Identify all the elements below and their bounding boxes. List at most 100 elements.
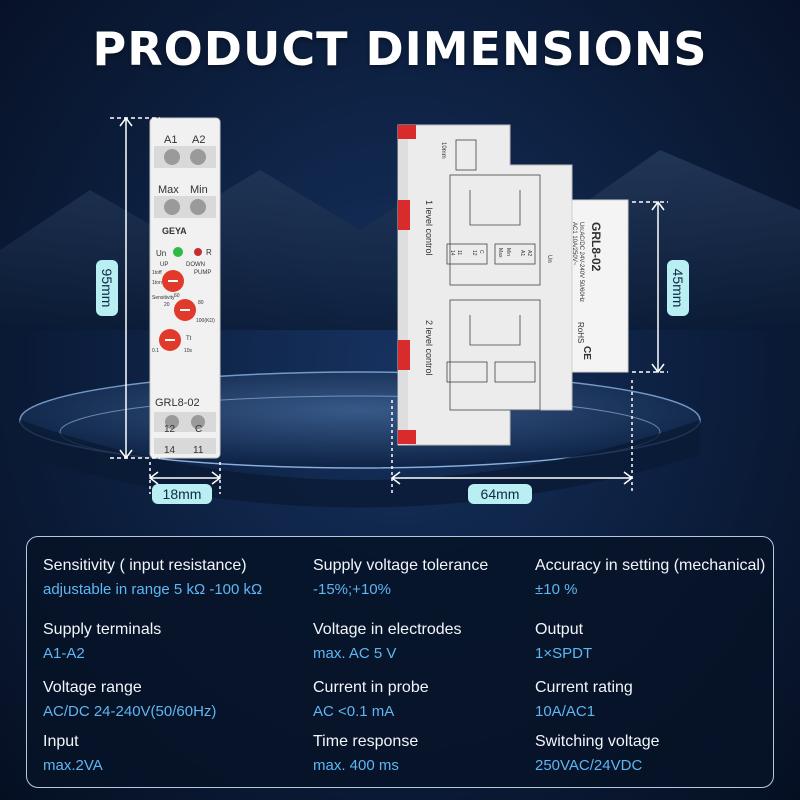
spec-label: Time response xyxy=(313,733,419,750)
side-rohs-label: RoHS xyxy=(576,322,585,343)
spec-label: Input xyxy=(43,733,79,750)
page-title: PRODUCT DIMENSIONS xyxy=(92,22,708,76)
side-model-label: GRL8-02 xyxy=(589,222,603,272)
pedestal-ring xyxy=(59,395,661,469)
knob3-mark-10s: 10s xyxy=(184,348,193,354)
side-terminal-12: 12 xyxy=(471,250,477,256)
knob2-mark-80: 80 xyxy=(198,300,204,306)
side-terminal-a1: A1 xyxy=(519,250,525,256)
front-terminal-12: 12 xyxy=(164,424,176,435)
spec-label: Switching voltage xyxy=(535,733,660,750)
side-terminal-14: 14 xyxy=(449,250,455,256)
dimension-label-45mm: 45mm xyxy=(667,260,689,316)
side-terminal-c: C xyxy=(478,250,484,254)
spec-label: Current rating xyxy=(535,679,633,696)
knob2-mark-20: 20 xyxy=(164,302,170,308)
side-level1-label: 1 level control xyxy=(424,200,434,256)
spec-label: Supply terminals xyxy=(43,621,162,638)
knob2-mark-60: 60 xyxy=(174,293,180,299)
spec-label: Voltage range xyxy=(43,679,142,696)
dimension-45mm-text: 45mm xyxy=(670,268,686,308)
spec-supply-voltage-tolerance: Supply voltage tolerance -15%;+10% xyxy=(313,557,488,598)
mode-up-label: UP xyxy=(160,262,168,268)
spec-switching-voltage: Switching voltage 250VAC/24VDC xyxy=(535,733,660,774)
relay-front-view xyxy=(149,117,221,459)
mode-down-label: DOWN xyxy=(186,262,205,268)
spec-voltage-range: Voltage range AC/DC 24-240V(50/60Hz) xyxy=(43,679,216,720)
spec-sensitivity: Sensitivity ( input resistance) adjustab… xyxy=(43,557,262,598)
spec-label: Voltage in electrodes xyxy=(313,621,462,638)
relay-side-view xyxy=(397,124,629,446)
front-terminal-max: Max xyxy=(158,184,179,196)
spec-input: Input max.2VA xyxy=(43,733,103,774)
front-terminal-c: C xyxy=(195,424,202,435)
led-r xyxy=(194,248,202,256)
front-height-dimension xyxy=(110,116,160,460)
knob1-mark-1ton: 1ton xyxy=(152,280,162,286)
knob3-mark-01: 0.1 xyxy=(152,348,159,354)
spec-value: A1-A2 xyxy=(43,645,85,662)
spec-value: adjustable in range 5 kΩ -100 kΩ xyxy=(43,581,263,598)
sensitivity-caption: Sensitivity xyxy=(152,295,175,301)
spec-label: Supply voltage tolerance xyxy=(313,557,489,574)
spec-label: Output xyxy=(535,621,584,638)
spec-time-response: Time response max. 400 ms xyxy=(313,733,418,774)
front-model-label: GRL8-02 xyxy=(155,397,200,409)
dimension-label-18mm: 18mm xyxy=(152,484,212,504)
spec-supply-terminals: Supply terminals A1-A2 xyxy=(43,621,161,662)
spec-value: max. 400 ms xyxy=(313,757,399,774)
side-level2-label: 2 level control xyxy=(424,320,434,376)
front-terminal-11: 11 xyxy=(193,445,204,456)
side-height-dimension xyxy=(632,200,668,374)
side-terminal-11: 11 xyxy=(456,250,462,255)
brand-logo: GEYA xyxy=(162,226,187,236)
side-un-label: Un xyxy=(546,255,552,263)
spec-value: ±10 % xyxy=(535,581,578,598)
dimension-95mm-text: 95mm xyxy=(99,268,115,308)
knob2-mark-100: 100(KΩ) xyxy=(196,318,215,324)
led-un-label: Un xyxy=(156,249,166,258)
front-terminal-min: Min xyxy=(190,184,208,196)
spec-value: AC <0.1 mA xyxy=(313,703,395,720)
spec-value: max. AC 5 V xyxy=(313,645,397,662)
side-voltage-label: Un:AC/DC 24V-240V 50/60Hz xyxy=(578,222,584,302)
spec-voltage-electrodes: Voltage in electrodes max. AC 5 V xyxy=(313,621,462,662)
spec-output: Output 1×SPDT xyxy=(535,621,592,662)
spec-value: 1×SPDT xyxy=(535,645,593,662)
front-terminal-a1: A1 xyxy=(164,134,177,146)
side-terminal-min: Min xyxy=(505,248,511,256)
front-width-dimension xyxy=(148,462,222,494)
spec-value: 10A/AC1 xyxy=(535,703,596,720)
din-clip-bottom xyxy=(398,430,416,444)
spec-value: max.2VA xyxy=(43,757,103,774)
led-un xyxy=(173,247,183,257)
spec-label: Sensitivity ( input resistance) xyxy=(43,557,247,574)
front-terminal-a2: A2 xyxy=(192,134,205,146)
front-terminal-14: 14 xyxy=(164,445,176,456)
spec-value: 250VAC/24VDC xyxy=(535,757,643,774)
product-illustration: A1 A2 Max Min GEYA Un R UP DOWN PUMP 1to… xyxy=(0,116,800,508)
side-terminal-max: Max xyxy=(497,248,503,258)
din-clip-mid-top xyxy=(398,200,410,230)
specifications-panel: Sensitivity ( input resistance) adjustab… xyxy=(26,536,774,788)
din-clip-mid-bottom xyxy=(398,340,410,370)
side-terminal-a2: A2 xyxy=(526,250,532,256)
led-r-label: R xyxy=(206,248,212,257)
side-dim-10mm: 10mm xyxy=(440,142,446,159)
mode-pump-label: PUMP xyxy=(194,270,211,276)
spec-label: Accuracy in setting (mechanical) xyxy=(535,557,766,574)
side-depth-dimension xyxy=(390,380,634,494)
spec-current-rating: Current rating 10A/AC1 xyxy=(535,679,633,720)
side-ce-mark: CE xyxy=(581,346,592,360)
spec-label: Current in probe xyxy=(313,679,429,696)
dimension-label-95mm: 95mm xyxy=(96,260,118,316)
side-rating-label: AC1 10A/250V~ xyxy=(571,222,577,266)
knob1-mark-1toff: 1toff xyxy=(152,270,162,276)
spec-value: AC/DC 24-240V(50/60Hz) xyxy=(43,703,217,720)
spec-value: -15%;+10% xyxy=(313,581,391,598)
din-clip-top xyxy=(398,125,416,139)
dimension-label-64mm: 64mm xyxy=(468,484,532,504)
spec-current-probe: Current in probe AC <0.1 mA xyxy=(313,679,429,720)
spec-accuracy: Accuracy in setting (mechanical) ±10 % xyxy=(535,557,765,598)
knob3-mark-tt: Tt xyxy=(186,336,192,342)
